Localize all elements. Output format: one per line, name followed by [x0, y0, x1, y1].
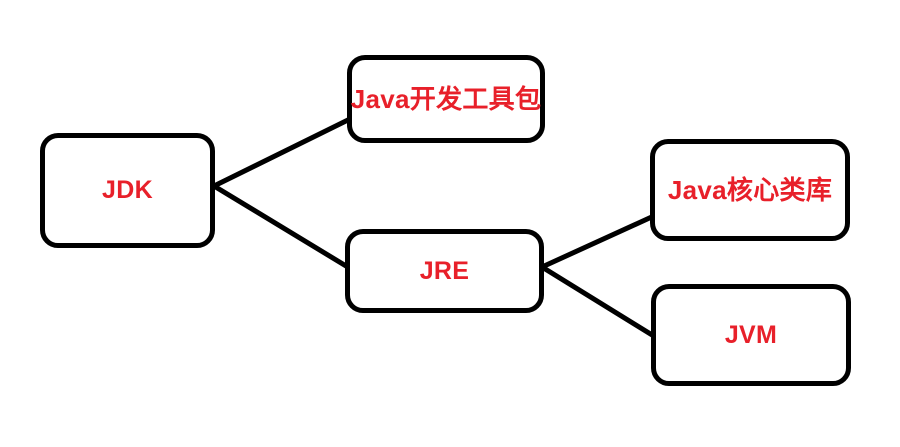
node-java-development-kit-label: Java开发工具包 — [350, 84, 542, 114]
edge-jdk-to-jdk-full — [211, 115, 355, 189]
edge-jre-to-corelib — [539, 212, 659, 270]
edge-jre-to-jvm — [539, 264, 660, 341]
node-jdk-label: JDK — [102, 176, 153, 204]
node-jre[interactable]: JRE — [345, 229, 544, 313]
node-java-core-class-library[interactable]: Java核心类库 — [650, 139, 850, 241]
node-java-development-kit[interactable]: Java开发工具包 — [347, 55, 545, 143]
node-jvm-label: JVM — [724, 320, 778, 349]
node-jvm[interactable]: JVM — [651, 284, 851, 386]
edge-jdk-to-jre — [211, 183, 354, 272]
node-jre-label: JRE — [419, 256, 470, 285]
node-jdk[interactable]: JDK — [40, 133, 215, 248]
node-java-core-class-library-label: Java核心类库 — [667, 175, 833, 205]
